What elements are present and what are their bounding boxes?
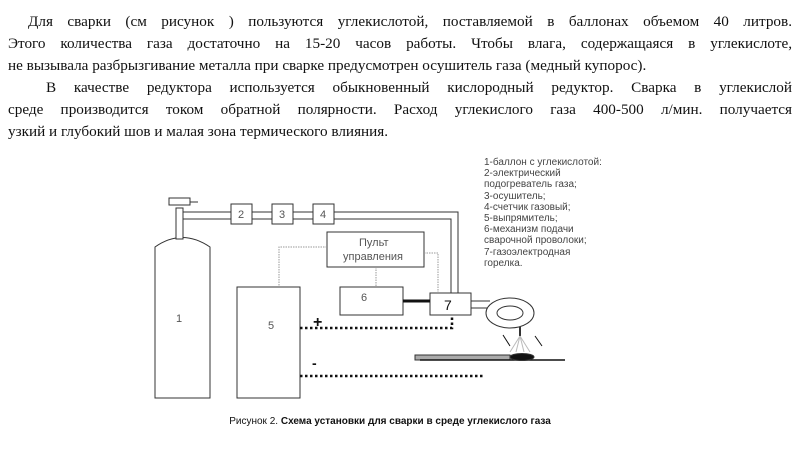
panel-label-1: Пульт: [359, 237, 389, 249]
cylinder-label: 1: [176, 313, 182, 325]
cylinder-valve: [168, 197, 198, 206]
heater-box: [230, 203, 253, 225]
legend-item: 7-газоэлектродная: [484, 246, 571, 258]
legend-item: 4-счетчик газовый;: [484, 201, 571, 213]
control-panel-box: [326, 231, 425, 268]
meter-box: [312, 203, 335, 225]
minus-label: -: [312, 355, 317, 371]
gas-cylinder: [154, 237, 211, 399]
plus-label: +: [313, 314, 322, 331]
paragraph-2-line-2: среде производится током обратной полярн…: [8, 101, 792, 118]
torch-label: 7: [444, 297, 452, 313]
dryer-box: [271, 203, 294, 225]
rectifier-label: 5: [268, 320, 274, 332]
caption-prefix: Рисунок 2.: [229, 416, 279, 427]
legend-item: сварочной проволоки;: [484, 235, 587, 247]
legend-item: 1-баллон с углекислотой:: [484, 157, 602, 168]
rectifier-box: [236, 286, 301, 399]
wire-feeder-box: [339, 286, 404, 316]
feeder-label: 6: [361, 292, 367, 304]
diagram-legend: 1-баллон с углекислотой: 2-электрический…: [484, 157, 602, 269]
legend-item: горелка.: [484, 257, 523, 269]
meter-label: 4: [320, 209, 326, 221]
paragraph-1-line-1: Для сварки (см рисунок ) пользуются угле…: [28, 13, 792, 30]
paragraph-2-line-3: узкий и глубокий шов и малая зона термич…: [8, 123, 389, 140]
paragraph-1-line-2: Этого количества газа достаточно на 15-2…: [8, 35, 792, 52]
legend-item: 6-механизм подачи: [484, 224, 574, 236]
legend-item: 5-выпрямитель;: [484, 213, 558, 225]
figure-caption: Рисунок 2. Схема установки для сварки в …: [0, 416, 780, 427]
panel-label-2: управления: [343, 251, 403, 263]
legend-item: 3-осушитель;: [484, 190, 546, 202]
torch-box: [429, 292, 472, 316]
caption-title: Схема установки для сварки в среде углек…: [280, 416, 551, 427]
paragraph-1-line-3: не вызывала разбрызгивание металла при с…: [8, 57, 647, 74]
dryer-label: 3: [279, 209, 285, 221]
paragraph-2-line-1: В качестве редуктора используется обыкно…: [46, 79, 792, 96]
legend-item: подогреватель газа;: [484, 179, 577, 191]
heater-label: 2: [238, 209, 244, 221]
legend-item: 2-электрический: [484, 168, 561, 180]
